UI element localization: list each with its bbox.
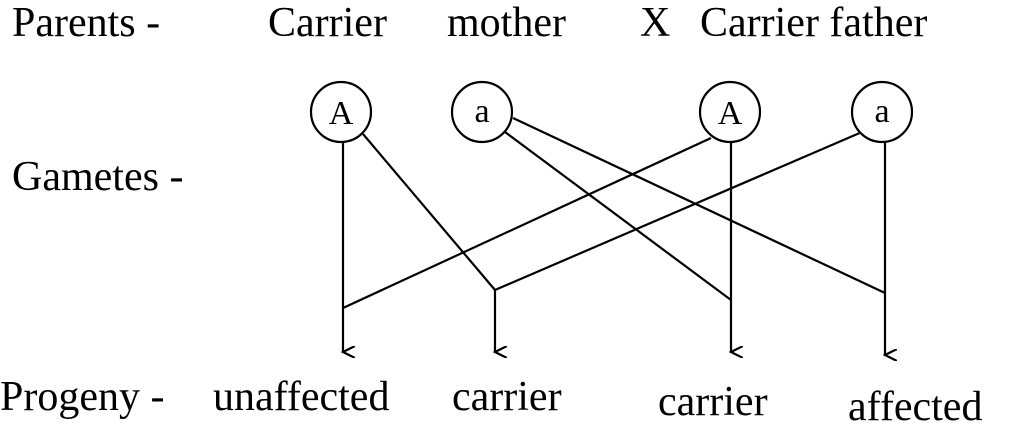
progeny-carrier-1: carrier — [452, 374, 562, 420]
line-a-mother-to-affected — [512, 117, 886, 294]
cross-symbol: X — [640, 0, 670, 46]
parent-father-label: Carrier father — [700, 0, 927, 46]
gamete-allele: A — [329, 95, 354, 132]
parent-mother-status: Carrier — [268, 0, 387, 46]
progeny-label: Progeny - — [0, 374, 164, 420]
gamete-allele: a — [874, 93, 889, 130]
gamete-A-mother: A — [309, 80, 373, 144]
line-A-mother-to-carrier — [362, 133, 496, 291]
gametes-label: Gametes - — [12, 154, 183, 200]
line-a-mother-to-carrier — [504, 131, 732, 301]
gamete-allele: a — [474, 93, 489, 130]
gamete-a-mother: a — [450, 80, 514, 144]
gamete-A-father: A — [698, 80, 762, 144]
parents-label: Parents - — [12, 0, 160, 46]
gamete-allele: A — [718, 95, 743, 132]
line-A-father-to-unaffected — [342, 137, 712, 309]
parent-mother-label: mother — [447, 0, 566, 46]
progeny-affected: affected — [848, 384, 982, 424]
line-a-father-to-carrier — [494, 130, 863, 292]
gamete-a-father: a — [850, 80, 914, 144]
cross-lines — [342, 117, 886, 355]
progeny-unaffected: unaffected — [213, 374, 389, 420]
progeny-carrier-2: carrier — [658, 379, 768, 424]
